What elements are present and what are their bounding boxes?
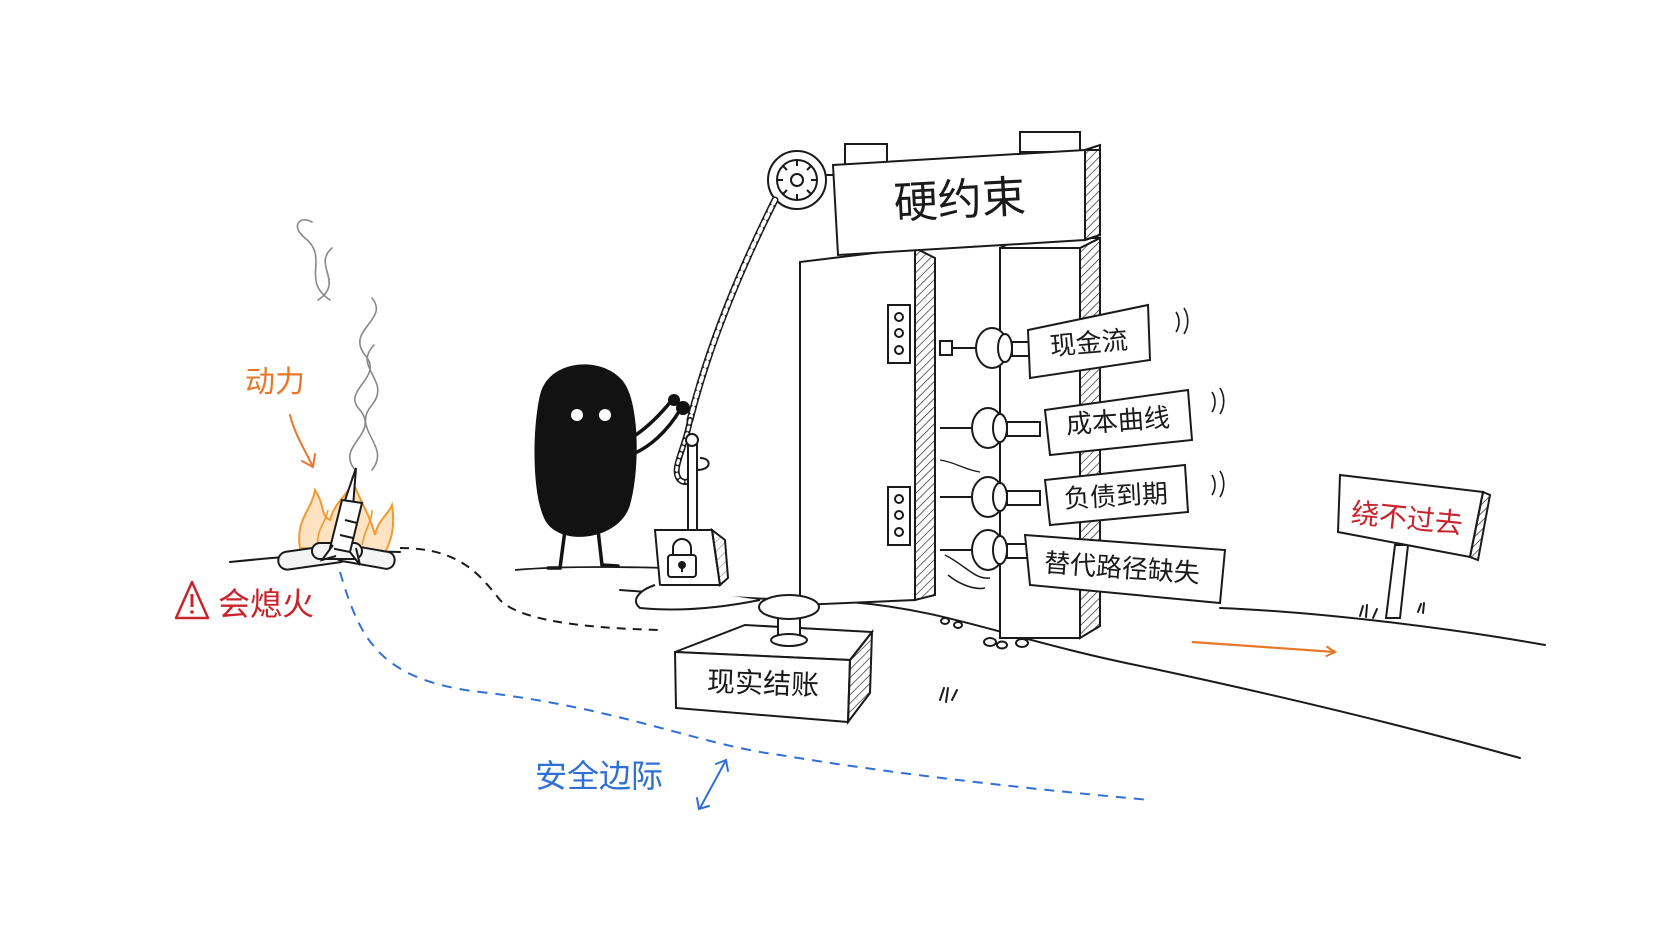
bolt-cost-curve (940, 387, 1225, 457)
character-eye-left (571, 409, 583, 421)
fuel-arrow-icon (289, 414, 316, 469)
bolt-label-cash-flow: 现金流 (1049, 326, 1129, 363)
character (534, 364, 690, 570)
rocket-icon (319, 467, 364, 566)
bolt-no-alternative-path (940, 529, 1227, 605)
gate-title: 硬约束 (893, 172, 1027, 230)
fuel-label: 动力 (245, 365, 305, 400)
warning-label: 会熄火 (218, 585, 314, 623)
safety-margin-label: 安全边际 (535, 757, 663, 795)
reality-button-box (673, 594, 874, 726)
smoke-icon (296, 219, 379, 471)
dashed-path (399, 547, 661, 631)
padlock-icon (667, 538, 697, 578)
safety-margin-arrow-icon (696, 758, 729, 811)
warning-icon (174, 580, 210, 620)
character-eye-right (599, 409, 611, 421)
bolt-label-cost-curve: 成本曲线 (1065, 403, 1171, 440)
bolt-label-debt-maturity: 负债到期 (1063, 479, 1168, 514)
pulley-icon (767, 150, 845, 210)
bolt-debt-maturity (940, 463, 1225, 527)
cannot-bypass-sign (1336, 473, 1492, 619)
ground (229, 550, 1546, 759)
bolt-cash-flow (939, 303, 1189, 380)
reality-button-label: 现实结账 (707, 665, 820, 702)
bolt-row (939, 303, 1227, 605)
rope (673, 196, 779, 485)
orange-direction-arrow-icon (1191, 640, 1335, 652)
safety-margin-line (339, 571, 1151, 801)
